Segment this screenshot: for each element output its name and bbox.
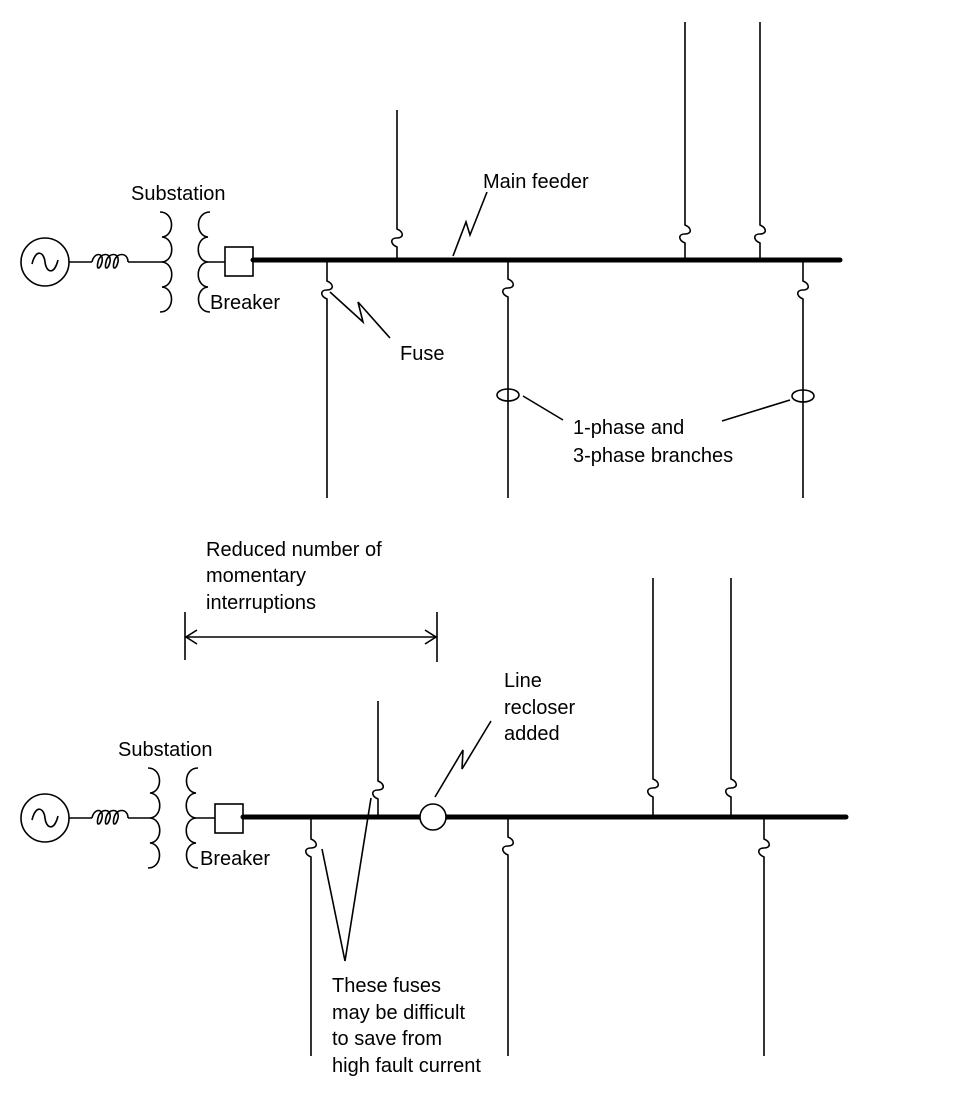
fuse-leader (329, 291, 391, 339)
branch-up-1 (371, 701, 385, 817)
branches-leader-left (522, 395, 564, 421)
recloser-label-line3: added (504, 723, 560, 745)
branch-up-2 (678, 22, 692, 260)
branch-down-1 (304, 817, 318, 1056)
reduced-label-line3: interruptions (206, 592, 316, 614)
fuse-icon (796, 275, 810, 305)
fuse-icon (757, 833, 771, 863)
branch-up-3 (724, 578, 738, 817)
fuse-icon (371, 775, 385, 805)
fuse-icon (304, 833, 318, 863)
generator-icon (20, 237, 70, 287)
fuse-icon (753, 219, 767, 249)
top-panel: Substation Breaker Main feeder Fuse 1-ph… (20, 22, 843, 498)
main-feeder-label: Main feeder (483, 171, 589, 193)
fuse-icon (678, 219, 692, 249)
fuse-icon (501, 831, 515, 861)
breaker-label: Breaker (210, 292, 280, 314)
fuse-icon (320, 275, 334, 305)
branches-label-line1: 1-phase and (573, 417, 684, 439)
breaker-box-icon (214, 803, 244, 834)
branch-up-2 (646, 578, 660, 817)
branch-down-1 (320, 260, 334, 498)
fuse-icon (390, 223, 404, 253)
reduced-label-line2: momentary (206, 565, 306, 587)
inductor-coil-icon (91, 253, 129, 269)
branches-label-line2: 3-phase branches (573, 445, 733, 467)
recloser-label-line2: recloser (504, 697, 575, 719)
bottom-panel: Reduced number of momentary interruption… (20, 539, 849, 1077)
dimension-arrow (184, 612, 438, 662)
main-feeder-leader (452, 191, 488, 257)
fuse-icon (646, 773, 660, 803)
recloser-leader (434, 720, 492, 798)
branch-up-1 (390, 110, 404, 260)
fuses-note-line3: to save from (332, 1028, 442, 1050)
branch-marker-icon (496, 388, 520, 402)
branches-leader-right (721, 399, 791, 422)
recloser-label-line1: Line (504, 670, 542, 692)
recloser-circle-icon (419, 803, 447, 831)
transformer-icon (147, 767, 199, 869)
fuse-icon (501, 273, 515, 303)
branch-down-3 (791, 260, 815, 498)
fuse-label: Fuse (400, 343, 444, 365)
breaker-box-icon (224, 246, 254, 277)
reduced-label-line1: Reduced number of (206, 539, 382, 561)
fuse-icon (724, 773, 738, 803)
branch-down-2 (496, 260, 520, 498)
branch-up-3 (753, 22, 767, 260)
branch-down-2 (501, 817, 515, 1056)
substation-label: Substation (118, 739, 213, 761)
fuses-note-leader (321, 797, 372, 962)
fuses-note-line4: high fault current (332, 1055, 481, 1077)
substation-label: Substation (131, 183, 226, 205)
branch-marker-icon (791, 389, 815, 403)
fuses-note-line2: may be difficult (332, 1002, 465, 1024)
branch-down-3 (757, 817, 771, 1056)
fuses-note-line1: These fuses (332, 975, 441, 997)
transformer-icon (159, 211, 211, 313)
breaker-label: Breaker (200, 848, 270, 870)
generator-icon (20, 793, 70, 843)
inductor-coil-icon (91, 809, 129, 825)
